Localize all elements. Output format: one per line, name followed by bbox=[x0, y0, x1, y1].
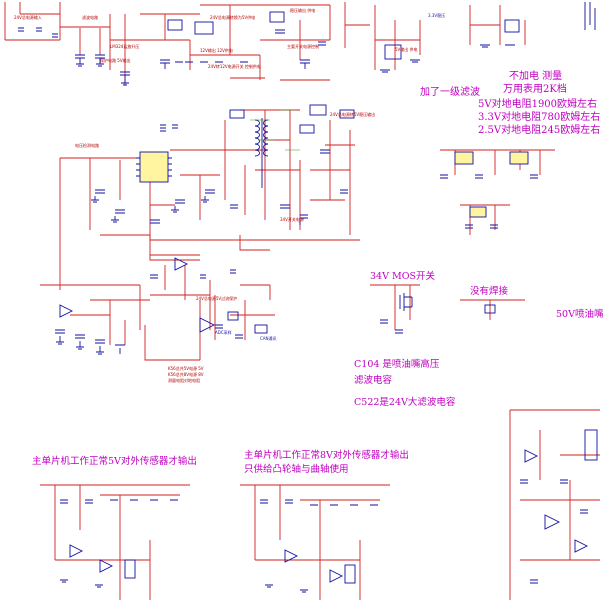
note-res-25v: 2.5V对地电阻245欧姆左右 bbox=[478, 125, 601, 136]
sensor-8v-block bbox=[240, 484, 390, 600]
label-protect-5v: 保护电路 5V输出 bbox=[100, 58, 131, 63]
opamp-block-left-components bbox=[55, 257, 268, 355]
power-input-caps bbox=[18, 11, 326, 86]
nozzle-50v-block bbox=[509, 409, 600, 600]
note-c522: C522是24V大滤波电容 bbox=[354, 397, 456, 408]
regulator-block-top bbox=[374, 2, 596, 73]
note-no-power-measure: 不加电 测量 bbox=[509, 71, 563, 82]
note-res-33v: 3.3V对地电阻780欧姆左右 bbox=[478, 112, 601, 123]
note-c104: C104 是喷油嘴高压 bbox=[354, 359, 440, 370]
label-24v-12v-switch: 24V转12V电源开关 控制供电 bbox=[208, 64, 261, 69]
label-24v-5v-reg: 24V总电源转5V稳压输出 bbox=[330, 112, 376, 117]
label-12v-out: 12V输出 12V供电 bbox=[200, 48, 233, 53]
label-24v-to-5v: 24V总电源转换为5V供电 bbox=[210, 15, 256, 20]
label-33v-reg: 3.3V稳压 bbox=[428, 13, 446, 18]
label-lm324: LM324运放升压 bbox=[110, 44, 140, 49]
label-k56-8v: K56总共8V电源 8V bbox=[168, 372, 204, 377]
label-k56-5v: K56总共5V电源 5V bbox=[168, 366, 204, 371]
label-5v-overcurrent: 24V总电源5V过流保护 bbox=[196, 296, 238, 301]
note-nozzle-50v: 50V喷油嘴 bbox=[556, 309, 603, 320]
main-switching-supply bbox=[59, 109, 360, 290]
label-measure-res: 测量电阻对地电阻 bbox=[168, 378, 200, 383]
label-adc: ADC采样 bbox=[215, 330, 232, 335]
power-input-block bbox=[4, 2, 370, 85]
note-res-5v: 5V对地电阻1900欧姆左右 bbox=[478, 99, 598, 110]
note-meter-range: 万用表用2K档 bbox=[503, 84, 567, 95]
note-mcu-8v: 主单片机工作正常8V对外传感器才输出 bbox=[244, 450, 409, 461]
label-24v-input: 24V总电源输入 bbox=[14, 15, 42, 20]
label-voltage-detect: 电压检测电路 bbox=[75, 143, 99, 148]
note-mcu-8v-line2: 只供给凸轮轴与曲轴使用 bbox=[244, 464, 349, 475]
label-main-switch: 主要开关电源控制 bbox=[287, 44, 319, 49]
label-5v-out: 5V输出 供电 bbox=[395, 47, 418, 52]
note-no-solder: 没有焊接 bbox=[470, 286, 509, 297]
label-can: CAN通讯 bbox=[260, 336, 277, 341]
note-c104-line2: 滤波电容 bbox=[354, 375, 393, 386]
label-filter: 滤波电路 bbox=[82, 15, 98, 20]
opamp-block-left bbox=[40, 254, 275, 361]
note-mcu-5v: 主单片机工作正常5V对外传感器才输出 bbox=[32, 456, 197, 467]
green-nets bbox=[250, 109, 300, 151]
label-34v-switcher: 34V开关电源 bbox=[280, 217, 304, 222]
label-regulated-out: 稳压输出 供电 bbox=[290, 8, 316, 13]
note-mos-34v: 34V MOS开关 bbox=[370, 271, 435, 282]
sensor-5v-block bbox=[40, 484, 190, 600]
main-switching-components bbox=[91, 104, 355, 225]
filter-circuits-right bbox=[440, 149, 555, 235]
note-add-filter: 加了一级滤波 bbox=[420, 87, 480, 98]
mos-switch-34v bbox=[370, 284, 525, 334]
